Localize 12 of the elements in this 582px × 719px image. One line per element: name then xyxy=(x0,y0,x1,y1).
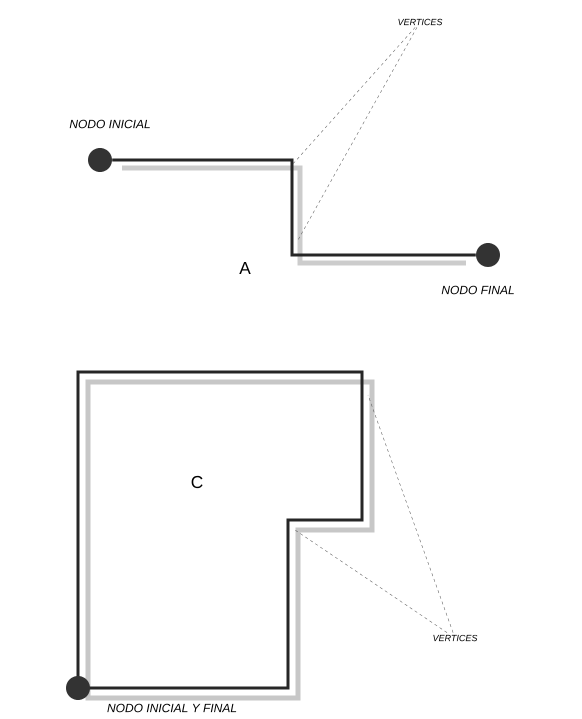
feature-letter: A xyxy=(239,262,251,274)
leader-line xyxy=(298,27,418,240)
node-label: NODO FINAL xyxy=(442,286,514,294)
leader-line xyxy=(294,530,448,633)
leader-line xyxy=(368,394,454,633)
arc-line xyxy=(112,158,476,256)
node-label: NODO INICIAL xyxy=(70,120,150,128)
leader-line xyxy=(292,27,416,166)
vertex-label: VERTICES xyxy=(398,18,442,26)
node-label: NODO INICIAL Y FINAL xyxy=(107,704,236,712)
vertex-label: VERTICES xyxy=(433,634,478,642)
feature-letter: C xyxy=(192,476,203,488)
